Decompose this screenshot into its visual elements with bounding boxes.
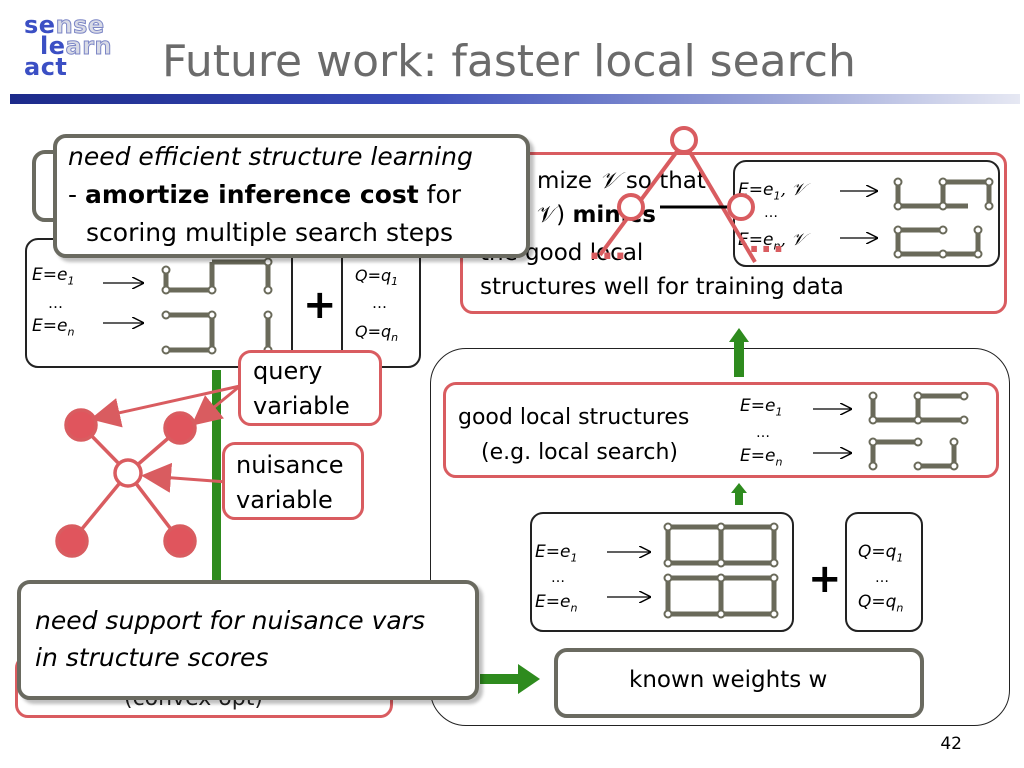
query-first-right: Q=q1 [858, 542, 904, 565]
structure-good-top [868, 391, 969, 425]
good-local-box [443, 382, 999, 478]
red-ellipsis-2: ... [748, 222, 785, 260]
query-ellipsis-right: … [875, 570, 889, 586]
query-node-2 [163, 411, 197, 445]
good-local-line1: good local structures [458, 405, 690, 430]
structure-training-top [663, 522, 779, 568]
good-local-e1: E=e1 [740, 396, 783, 419]
query-node-4 [163, 524, 197, 558]
structure-training-bottom [663, 573, 779, 619]
training-e1: E=e1 [535, 542, 578, 565]
query-variable-label [238, 350, 382, 426]
query-first-left: Q=q1 [355, 266, 399, 289]
structure-learned-bottom [893, 225, 983, 259]
page-number: 42 [940, 734, 962, 754]
structure-left-bottom [161, 310, 273, 355]
known-weights-box [554, 648, 924, 718]
callout-nuisance [17, 580, 479, 700]
evidence-ellipsis: … [48, 294, 63, 312]
nuisance-variable-label [222, 442, 364, 520]
learned-structures-box [733, 160, 1000, 267]
plus-sign-right: + [808, 556, 842, 602]
nuisance-node [113, 458, 143, 488]
evidence-first: E=e1 [32, 265, 75, 288]
learn-v-line1: mize 𝒱 so that [537, 168, 706, 194]
structure-good-bottom [868, 437, 959, 471]
query-last-right: Q=qn [858, 592, 904, 615]
label-pointer-arrows [90, 384, 241, 493]
query-node-3 [55, 524, 89, 558]
callout-structure-line3: scoring multiple search steps [86, 218, 454, 247]
good-local-en: E=en [740, 446, 783, 469]
right-panel [430, 348, 1010, 726]
learn-v-line4: structures well for training data [480, 274, 844, 300]
callout-structure-line1: need efficient structure learning [68, 142, 473, 171]
good-local-ellipsis: … [756, 425, 770, 441]
query-node-1 [64, 408, 98, 442]
structure-left-top [161, 257, 273, 295]
top-graph [598, 126, 757, 264]
logo: sense learn act [24, 11, 113, 81]
left-graph [55, 408, 197, 558]
query-last-left: Q=qn [355, 322, 399, 345]
evidence-arrows [103, 191, 877, 597]
known-weights-label: known weights w [629, 667, 828, 693]
green-arrow-known-weights [480, 664, 540, 694]
green-arrow-up-small [731, 483, 747, 505]
slide-title: Future work: faster local search [162, 36, 856, 87]
query-box-right [845, 512, 923, 632]
nuisance-variable-text-2: variable [236, 486, 333, 514]
structure-learned-top [893, 177, 994, 211]
callout-structure-learning [53, 134, 530, 258]
learned-ellipsis: … [764, 205, 778, 221]
nuisance-variable-text-1: nuisance [236, 451, 344, 479]
query-variable-text-2: variable [253, 392, 350, 420]
callout-nuisance-line1: need support for nuisance vars [35, 606, 425, 635]
training-en: E=en [535, 592, 578, 615]
query-variable-text-1: query [253, 357, 323, 385]
callout-structure-line2: - amortize inference cost for [68, 180, 462, 209]
good-local-line2: (e.g. local search) [481, 440, 678, 465]
query-ellipsis-left: … [372, 294, 387, 312]
green-arrow-up-large [729, 328, 749, 377]
plus-sign-left: + [303, 282, 337, 328]
training-ellipsis: … [551, 570, 565, 586]
title-underline [10, 94, 1020, 104]
evidence-last: E=en [32, 316, 75, 339]
callout-nuisance-line2: in structure scores [35, 643, 269, 672]
